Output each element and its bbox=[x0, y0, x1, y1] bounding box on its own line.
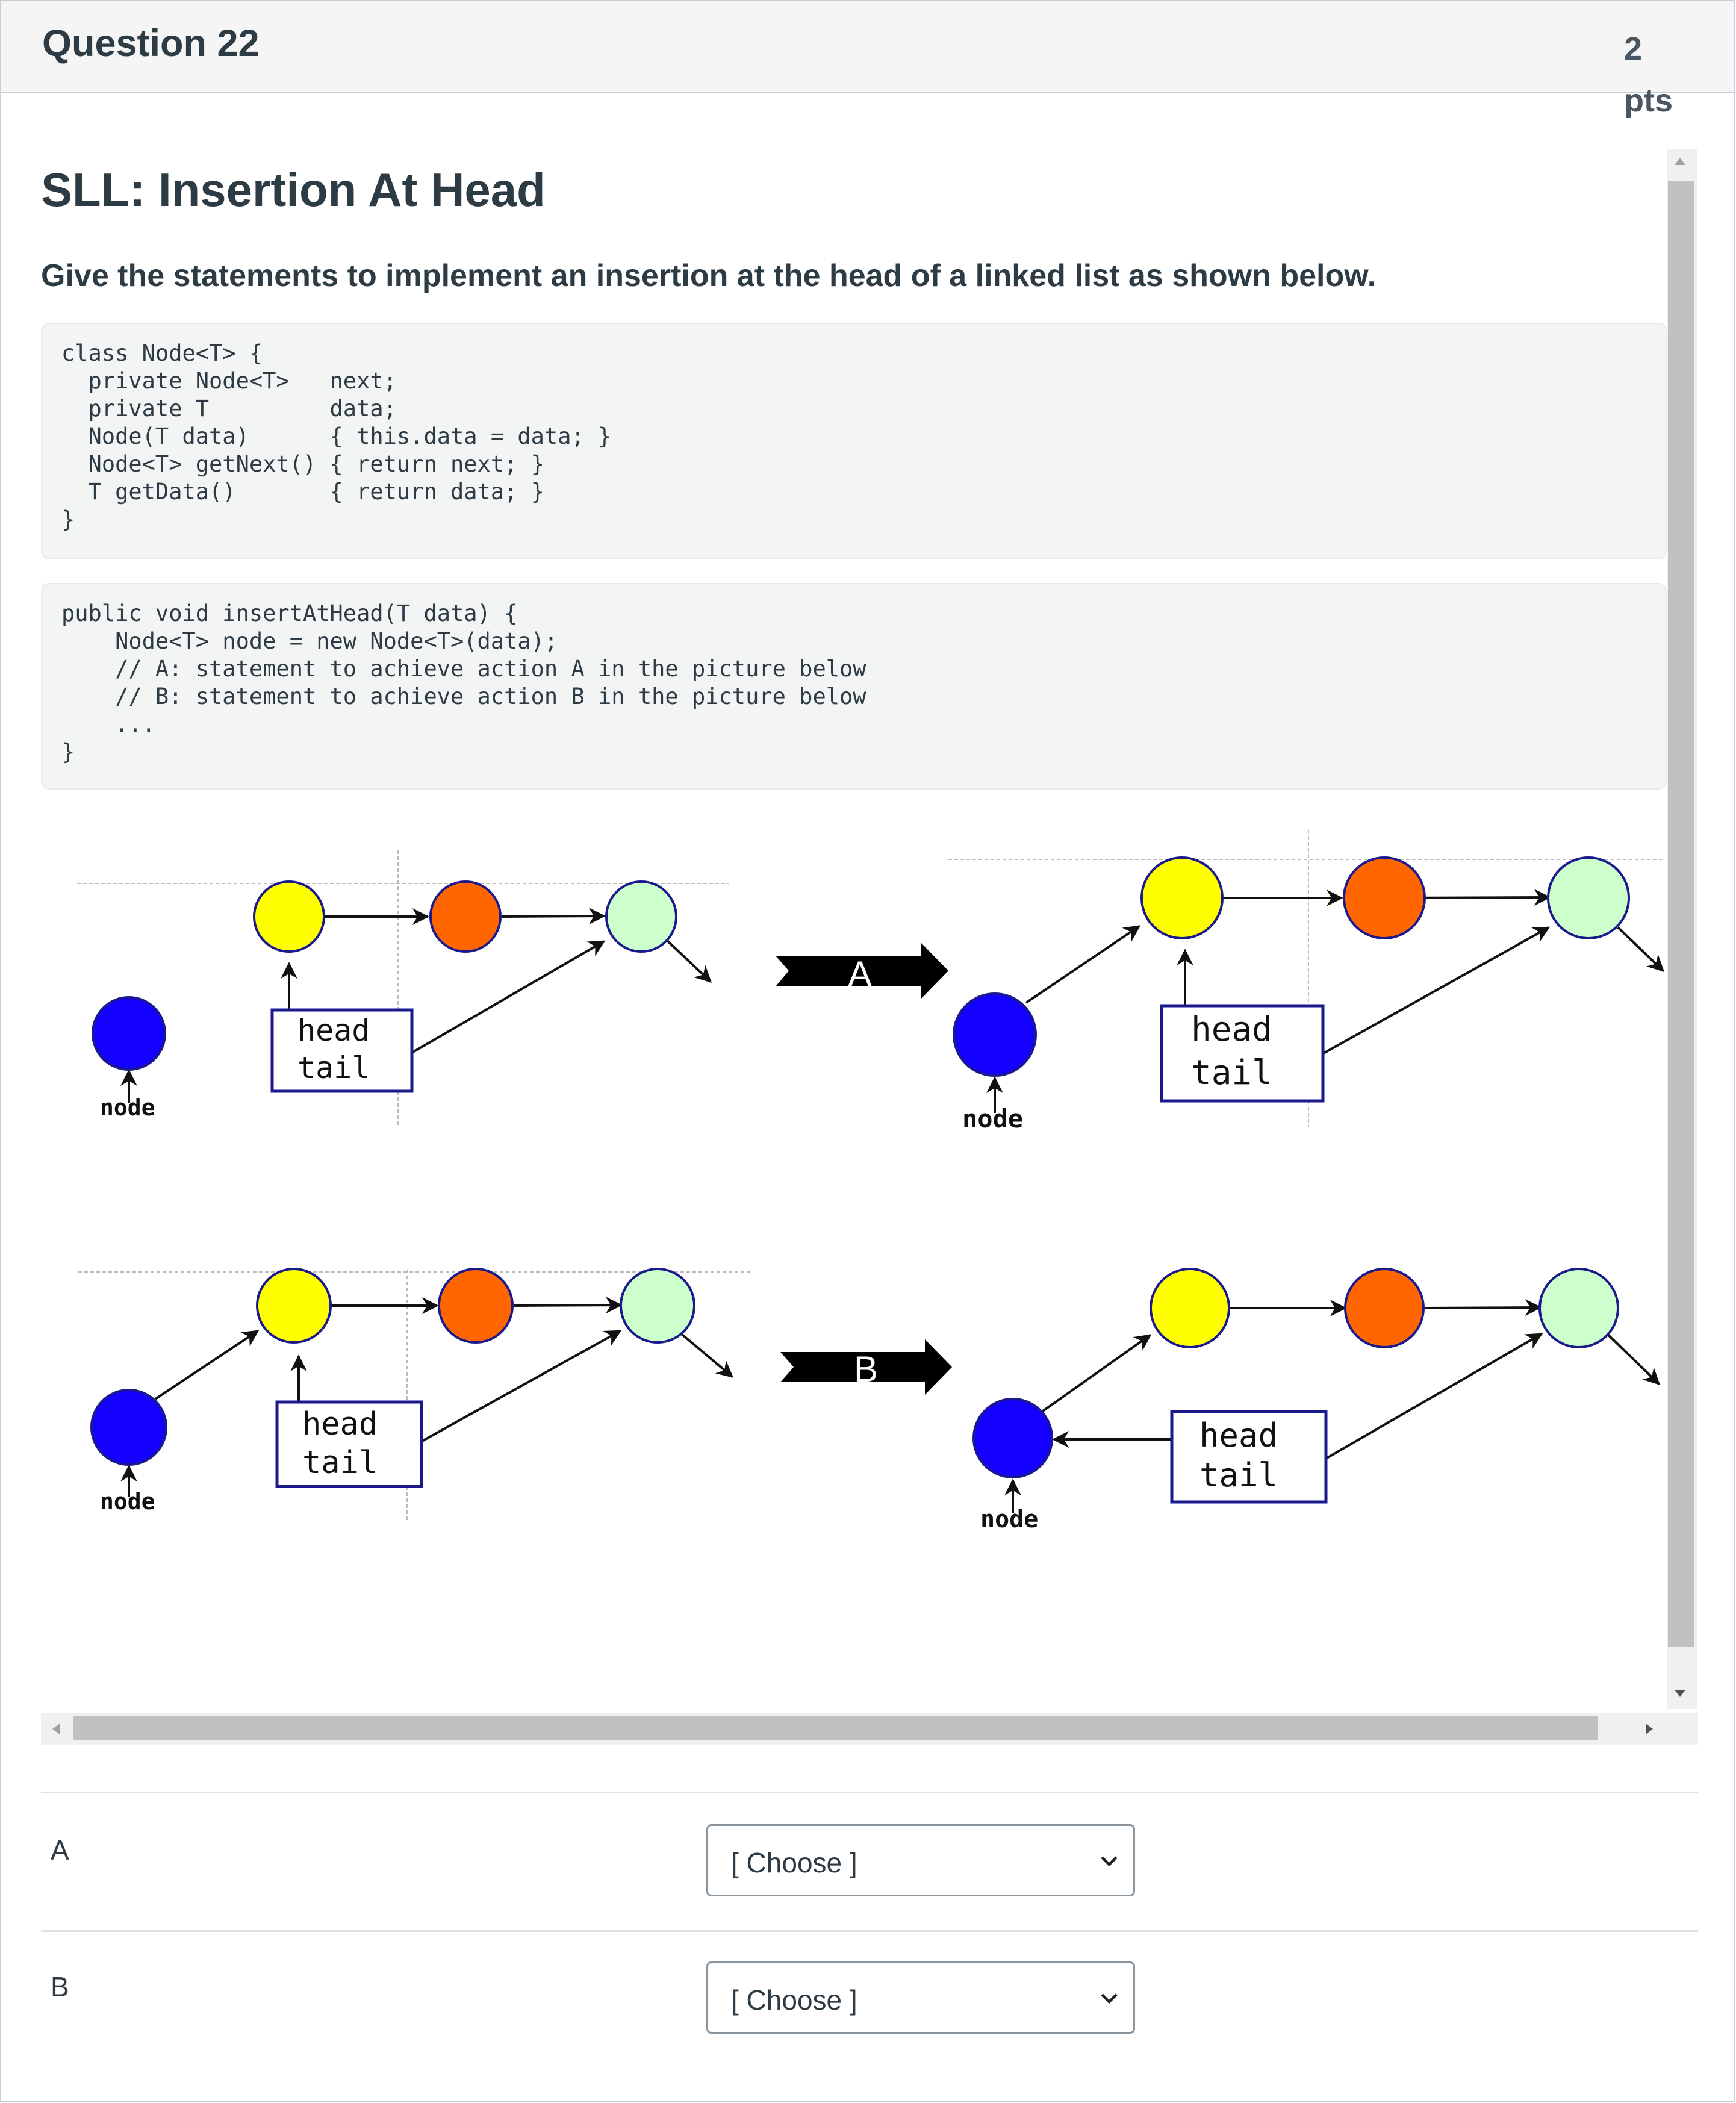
scroll-right-icon[interactable] bbox=[1646, 1724, 1653, 1734]
code-line: public void insertAtHead(T data) { bbox=[61, 600, 518, 626]
question-title: Question 22 bbox=[42, 22, 260, 64]
chevron-down-icon bbox=[1101, 1993, 1118, 2004]
scroll-down-icon[interactable] bbox=[1675, 1690, 1685, 1697]
content-heading: SLL: Insertion At Head bbox=[41, 163, 546, 216]
points-value: 2 bbox=[1624, 31, 1643, 67]
answer-divider bbox=[41, 1930, 1698, 1932]
question-header: Question 22 2 pts bbox=[1, 1, 1734, 119]
code-line: class Node<T> { bbox=[61, 340, 263, 366]
code-line: } bbox=[61, 739, 75, 765]
code-line: Node(T data) { this.data = data; } bbox=[61, 423, 612, 449]
answer-select-a[interactable]: [ Choose ] bbox=[706, 1824, 1135, 1896]
code-line: } bbox=[61, 506, 75, 532]
code-line: // A: statement to achieve action A in t… bbox=[61, 656, 866, 682]
instructions: Give the statements to implement an inse… bbox=[41, 258, 1377, 293]
vertical-scrollbar-thumb[interactable] bbox=[1668, 181, 1694, 1647]
answer-select-b[interactable]: [ Choose ] bbox=[706, 1961, 1135, 2034]
code-line: // B: statement to achieve action B in t… bbox=[61, 684, 866, 709]
code-block-insert-at-head: public void insertAtHead(T data) { Node<… bbox=[41, 583, 1667, 790]
code-line: ... bbox=[61, 711, 155, 737]
scroll-up-icon[interactable] bbox=[1675, 158, 1685, 165]
code-block-node-class: class Node<T> { private Node<T> next; pr… bbox=[41, 323, 1667, 559]
code-line: private T data; bbox=[61, 396, 397, 422]
points-unit: pts bbox=[1624, 83, 1673, 119]
answer-divider bbox=[41, 1792, 1698, 1793]
code-line: Node<T> node = new Node<T>(data); bbox=[61, 628, 558, 654]
code-line: private Node<T> next; bbox=[61, 368, 397, 394]
answer-label-b: B bbox=[51, 1971, 69, 2002]
horizontal-scrollbar-thumb[interactable] bbox=[73, 1716, 1598, 1740]
code-line: Node<T> getNext() { return next; } bbox=[61, 451, 544, 477]
answer-label-a: A bbox=[51, 1834, 69, 1866]
chevron-down-icon bbox=[1101, 1856, 1118, 1867]
question-points: 2 pts bbox=[1624, 23, 1673, 126]
scroll-left-icon[interactable] bbox=[52, 1724, 60, 1734]
code-line: T getData() { return data; } bbox=[61, 479, 544, 505]
select-value: [ Choose ] bbox=[731, 1984, 857, 2016]
select-value: [ Choose ] bbox=[731, 1847, 857, 1878]
